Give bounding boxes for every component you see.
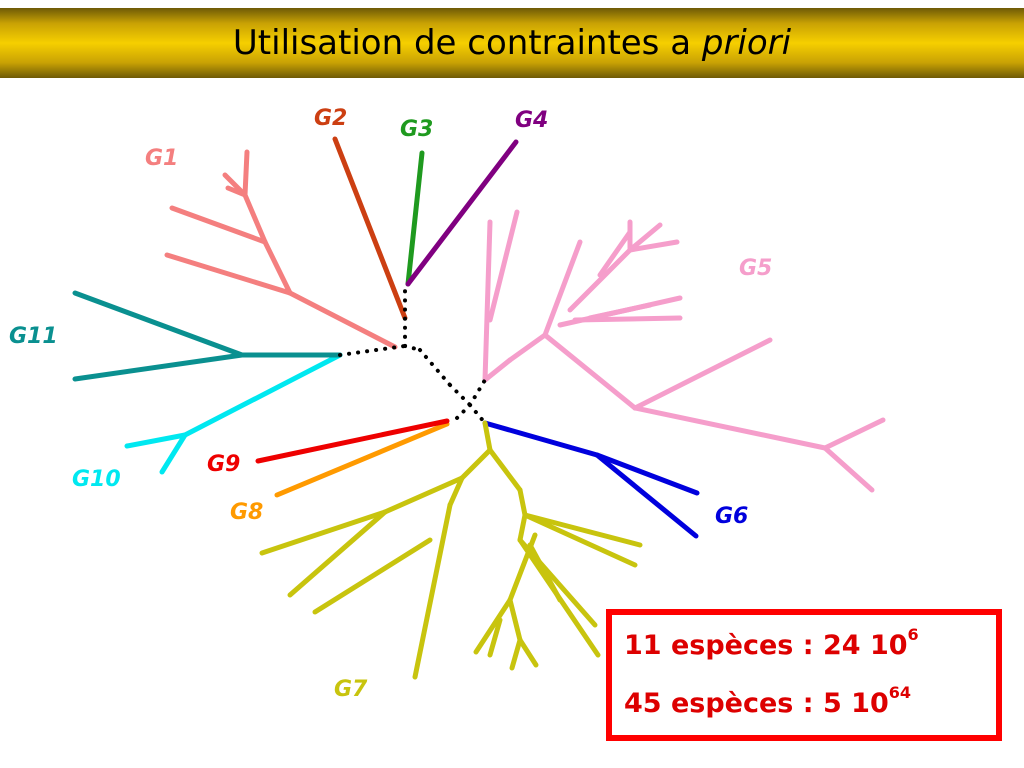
info-text-1: 11 espèces : 24 10 bbox=[624, 630, 908, 661]
g10-branch-0 bbox=[182, 352, 343, 438]
g7-branch-0 bbox=[482, 420, 493, 453]
g7-branch-4 bbox=[287, 509, 388, 598]
g5-branch-13 bbox=[587, 302, 653, 321]
g1-branch-4 bbox=[242, 192, 268, 245]
g1-branch-7 bbox=[225, 185, 248, 198]
label-g7: G7 bbox=[334, 677, 368, 702]
g6-branch-1 bbox=[594, 452, 700, 496]
g5-branch-14 bbox=[632, 337, 773, 411]
g7-branch-1 bbox=[459, 447, 493, 481]
connector-dot-3 bbox=[418, 348, 452, 387]
g6-branch-2 bbox=[594, 452, 699, 539]
g6-branch-0 bbox=[482, 420, 600, 458]
g7-branch-2 bbox=[382, 475, 465, 515]
g10-branch-1 bbox=[124, 432, 188, 449]
info-line-11-species: 11 espèces : 24 106 bbox=[624, 625, 919, 661]
title-bar: Utilisation de contraintes a priori bbox=[0, 8, 1024, 78]
connector-dot-2 bbox=[403, 344, 422, 352]
g10-branch-2 bbox=[159, 432, 188, 475]
label-g8: G8 bbox=[230, 500, 264, 525]
label-g6: G6 bbox=[715, 504, 749, 529]
g1-branch-0 bbox=[287, 290, 398, 350]
g5-branch-7 bbox=[597, 229, 633, 278]
title-main: Utilisation de contraintes a bbox=[232, 23, 702, 63]
info-box: 11 espèces : 24 106 45 espèces : 5 1064 bbox=[606, 609, 1002, 741]
g7-branch-16 bbox=[473, 597, 513, 655]
info-line-45-species: 45 espèces : 5 1064 bbox=[624, 683, 911, 719]
g5-branch-1 bbox=[482, 219, 493, 383]
g5-branch-0 bbox=[482, 357, 513, 383]
g7-branch-5 bbox=[447, 475, 465, 508]
g7-branch-6 bbox=[412, 502, 453, 680]
g11-branch-1 bbox=[72, 290, 245, 358]
g7-branch-21 bbox=[487, 617, 503, 658]
g7-branch-20 bbox=[527, 542, 563, 603]
g1-branch-3 bbox=[169, 205, 268, 245]
g7-branch-19 bbox=[517, 637, 539, 668]
label-g2: G2 bbox=[314, 106, 348, 131]
g5-branch-17 bbox=[822, 445, 875, 493]
g4-branch-0 bbox=[405, 139, 519, 287]
title-italic: priori bbox=[701, 23, 792, 63]
g5-branch-4 bbox=[542, 239, 583, 338]
connector-dot-7 bbox=[468, 403, 487, 425]
g7-branch-11 bbox=[522, 512, 638, 568]
info-text-2: 45 espèces : 5 10 bbox=[624, 688, 889, 719]
g2-branch-0 bbox=[332, 136, 408, 321]
g7-branch-7 bbox=[312, 537, 433, 615]
info-exp-1: 6 bbox=[907, 625, 919, 644]
g1-branch-2 bbox=[262, 239, 293, 296]
g3-branch-0 bbox=[405, 150, 425, 287]
g9-branch-0 bbox=[255, 418, 450, 464]
g5-branch-5 bbox=[542, 332, 638, 411]
g7-branch-3 bbox=[259, 509, 388, 556]
connector-dot-6 bbox=[453, 403, 472, 422]
g7-branch-9 bbox=[517, 487, 528, 518]
g7-branch-10 bbox=[522, 512, 643, 548]
label-g3: G3 bbox=[400, 117, 434, 142]
page-title: Utilisation de contraintes a priori bbox=[0, 8, 1024, 78]
g5-branch-15 bbox=[632, 405, 828, 451]
connector-dot-4 bbox=[448, 383, 472, 407]
g1-branch-1 bbox=[164, 252, 293, 296]
g1-branch-5 bbox=[242, 149, 250, 198]
g5-branch-2 bbox=[487, 209, 520, 323]
label-g4: G4 bbox=[515, 108, 549, 133]
label-g1: G1 bbox=[145, 146, 179, 171]
g7-branch-18 bbox=[509, 637, 523, 671]
g5-branch-3 bbox=[507, 332, 548, 363]
label-g5: G5 bbox=[739, 256, 773, 281]
g7-branch-17 bbox=[507, 597, 523, 643]
connector-dot-5 bbox=[468, 378, 487, 407]
g5-branch-9 bbox=[627, 239, 680, 253]
g11-branch-2 bbox=[72, 352, 245, 382]
connector-dot-0 bbox=[338, 344, 407, 357]
g5-branch-6 bbox=[567, 247, 633, 313]
g5-branch-10 bbox=[627, 222, 663, 253]
label-g9: G9 bbox=[207, 452, 241, 477]
info-exp-2: 64 bbox=[888, 683, 912, 702]
g7-branch-8 bbox=[487, 447, 523, 493]
g8-branch-0 bbox=[274, 421, 450, 498]
label-g11: G11 bbox=[9, 324, 58, 349]
label-g10: G10 bbox=[72, 467, 121, 492]
g5-branch-16 bbox=[822, 417, 886, 451]
g7-branch-12 bbox=[517, 512, 528, 543]
